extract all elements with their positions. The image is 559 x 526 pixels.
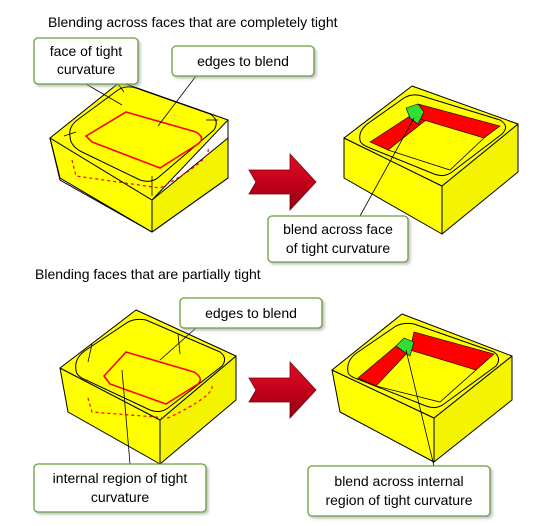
box-inner-opening <box>75 318 226 413</box>
green-blend-patch <box>405 103 425 125</box>
callout-blend-across-internal: blend across internal region of tight cu… <box>307 349 491 517</box>
callout-text: edges to blend <box>197 53 289 69</box>
inner-rim-line <box>375 369 477 403</box>
callout-box <box>307 465 491 517</box>
hidden-edges-outline <box>71 147 209 189</box>
inner-rim-line <box>387 137 485 171</box>
green-blend-patch <box>395 337 415 357</box>
box-inner-opening <box>347 322 500 409</box>
callout-leader <box>405 349 435 467</box>
top-heading: Blending across faces that are completel… <box>48 14 338 30</box>
callout-text: face of tight <box>50 43 122 59</box>
front-face-outline <box>49 120 229 233</box>
red-blend-strip <box>409 331 495 371</box>
hidden-edges-outline <box>87 385 213 419</box>
transform-arrow-top <box>248 152 317 212</box>
bottom-heading: Blending faces that are partially tight <box>35 266 261 282</box>
inner-crease <box>177 333 181 355</box>
callout-text: blend across internal <box>334 473 463 489</box>
callout-box <box>179 297 323 329</box>
inner-crease <box>63 131 77 137</box>
callout-box <box>33 463 207 513</box>
box-inner-opening <box>69 86 217 182</box>
callout-text: edges to blend <box>205 305 297 321</box>
callout-edges-to-blend-top: edges to blend <box>157 45 315 127</box>
inner-crease <box>87 343 93 363</box>
callout-text: blend across face <box>283 221 393 237</box>
box-inner-opening <box>359 94 506 177</box>
callout-text: internal region of tight <box>53 470 188 486</box>
bottom-right-box <box>331 313 513 463</box>
callout-text: curvature <box>57 61 116 77</box>
callout-leader <box>359 117 415 217</box>
transform-arrow-bottom <box>248 360 317 420</box>
edges-to-blend-outline <box>84 111 203 169</box>
bottom-left-box <box>59 309 237 465</box>
edges-to-blend-outline <box>102 351 202 405</box>
callout-leader <box>159 327 197 361</box>
top-right-box <box>343 85 519 235</box>
top-left-box <box>49 81 229 233</box>
inner-crease <box>117 83 125 93</box>
callout-box <box>33 37 139 85</box>
callout-leader <box>157 75 197 127</box>
callout-box <box>267 215 409 263</box>
callout-box <box>171 45 315 77</box>
callout-text: of tight curvature <box>286 240 390 256</box>
callout-text: curvature <box>91 489 150 505</box>
callout-leader <box>121 369 131 465</box>
callout-blend-across-face: blend across face of tight curvature <box>267 117 415 263</box>
callout-text: region of tight curvature <box>325 492 472 508</box>
callout-internal-region: internal region of tight curvature <box>33 369 207 513</box>
callout-face-of-tight-curvature: face of tight curvature <box>33 37 139 106</box>
callout-edges-to-blend-bottom: edges to blend <box>159 297 323 361</box>
callout-leader <box>85 83 123 106</box>
